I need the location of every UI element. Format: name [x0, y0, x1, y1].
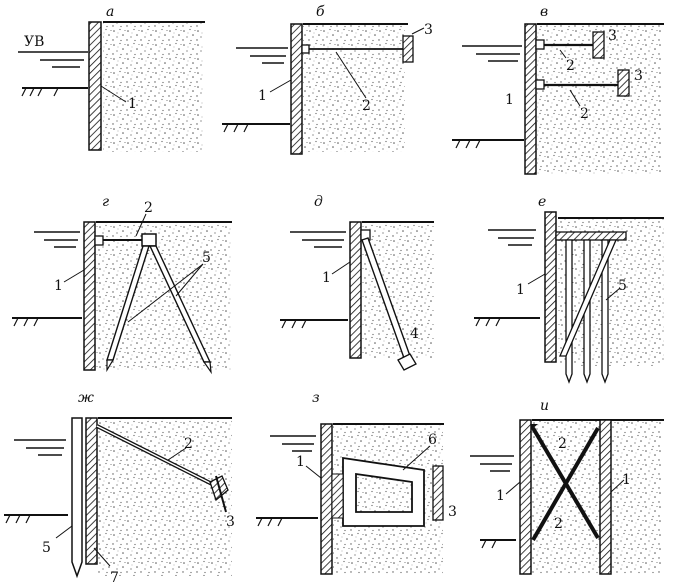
anchor-plate [402, 35, 414, 63]
water-lines [270, 435, 316, 452]
panel-z: з 6 3 1 [256, 390, 457, 575]
panel-letter: и [540, 398, 549, 414]
panel-letter: д [314, 194, 323, 210]
leader-line [100, 85, 127, 103]
panel-b: б 2 3 1 [222, 4, 433, 155]
panel-i: и 2 2 1 1 [470, 398, 664, 575]
raking-pile [559, 239, 617, 357]
water-lines [290, 231, 346, 248]
label-1: 1 [516, 282, 525, 298]
water-lines [488, 229, 536, 246]
wall-connection [331, 473, 344, 519]
label-2: 2 [144, 200, 153, 216]
label-3-lower: 3 [634, 68, 643, 84]
soil-body [103, 22, 203, 152]
sheet-pile-wall-rear [599, 419, 612, 575]
water-level-label: УВ [24, 34, 44, 50]
sheet-pile-wall [349, 221, 362, 359]
sheet-pile-wall [320, 423, 333, 575]
panel-letter: е [538, 194, 546, 210]
soil-body [96, 222, 231, 370]
label-3-upper: 3 [608, 28, 617, 44]
water-lines [18, 51, 88, 68]
fender-pile [71, 417, 83, 579]
water-lines [34, 231, 80, 248]
panel-e: е 5 1 [474, 194, 664, 384]
label-5: 5 [42, 540, 51, 556]
label-2-upper: 2 [566, 58, 575, 74]
panel-g: г 2 5 1 [12, 194, 232, 375]
panel-letter: а [106, 4, 114, 20]
sheet-pile-wall [524, 23, 537, 175]
soil-body [98, 418, 232, 576]
sheet-pile-wall [83, 221, 96, 371]
soil-body [303, 24, 405, 152]
anchor-pile-left [106, 245, 150, 373]
water-lines [462, 45, 522, 62]
panel-letter: в [540, 4, 548, 20]
anchor-plate-lower [617, 69, 630, 97]
label-3: 3 [226, 514, 235, 530]
label-1: 1 [296, 454, 305, 470]
label-5: 5 [202, 250, 211, 266]
label-1: 1 [54, 278, 63, 294]
panel-v: в 3 3 2 2 1 [452, 4, 664, 175]
sheet-pile-wall [85, 417, 98, 565]
waling-lower [535, 79, 545, 90]
label-7: 7 [110, 570, 119, 586]
label-1-rear: 1 [622, 472, 631, 488]
soil-body [532, 420, 662, 574]
label-1: 1 [322, 270, 331, 286]
label-5: 5 [618, 278, 627, 294]
anchor-wall [432, 465, 444, 521]
ground-hatching [21, 87, 59, 97]
panel-letter: г [102, 194, 109, 210]
label-1: 1 [258, 88, 267, 104]
water-lines [236, 47, 288, 64]
relieving-platform [555, 231, 627, 241]
cross-tie-2 [531, 426, 600, 542]
label-3: 3 [424, 22, 433, 38]
label-2: 2 [184, 436, 193, 452]
label-1: 1 [505, 92, 514, 108]
label-6: 6 [428, 432, 437, 448]
water-lines [470, 455, 514, 472]
panel-letter: б [316, 4, 325, 20]
anchor-foot [397, 353, 417, 371]
sheet-pile-wall [290, 23, 303, 155]
anchor-plate-upper [592, 31, 605, 59]
sheet-pile-wall [88, 21, 102, 151]
panel-d: д 4 1 [280, 194, 434, 371]
panel-letter: ж [78, 390, 94, 406]
label-1: 1 [128, 96, 137, 112]
waling [301, 44, 310, 54]
label-2-lower: 2 [554, 516, 563, 532]
sheet-pile-wall-front [519, 419, 532, 575]
waling-upper [535, 39, 545, 50]
label-2-lower: 2 [580, 106, 589, 122]
water-lines [14, 439, 66, 456]
panel-a: а УВ 1 [18, 4, 205, 152]
label-2: 2 [362, 98, 371, 114]
label-4: 4 [410, 326, 419, 342]
label-2-upper: 2 [558, 436, 567, 452]
anchor-pile-right [148, 245, 212, 375]
label-1-front: 1 [496, 488, 505, 504]
anchor-cap [141, 233, 157, 247]
label-3: 3 [448, 504, 457, 520]
panel-zh: ж 2 3 5 7 [4, 390, 235, 586]
sheet-pile-wall [544, 211, 557, 363]
panel-letter: з [312, 390, 320, 406]
